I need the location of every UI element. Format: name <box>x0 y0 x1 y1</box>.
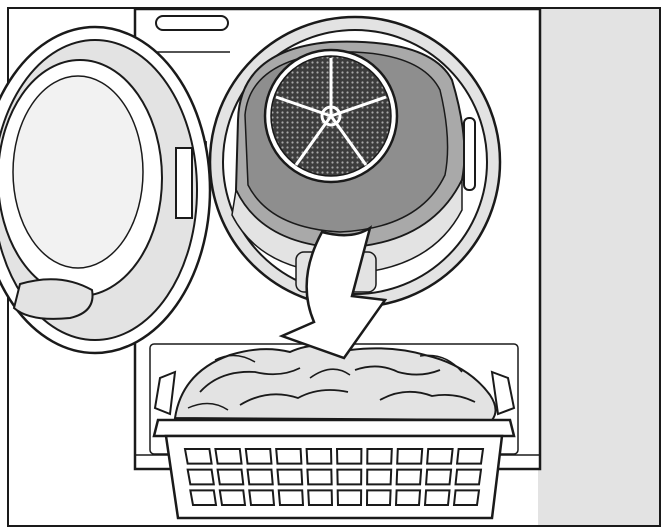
basket-grid <box>183 448 485 506</box>
basket-slot <box>336 468 363 486</box>
basket-slot <box>336 489 363 506</box>
basket-slot <box>306 468 333 486</box>
basket-slot <box>214 448 243 465</box>
basket-slot <box>189 489 218 506</box>
open-door <box>0 25 212 355</box>
basket-slot <box>305 448 333 465</box>
basket-slot <box>276 468 304 486</box>
basket-slot <box>277 489 305 506</box>
arrow-down-icon <box>278 225 388 360</box>
basket-slot <box>455 448 485 465</box>
basket-slot <box>366 448 393 465</box>
latch-slot <box>463 117 476 191</box>
basket-slot <box>366 468 393 486</box>
basket-slot <box>452 489 481 506</box>
basket-handle-left <box>153 370 177 416</box>
basket-slot <box>454 468 483 486</box>
basket-slot <box>394 489 422 506</box>
basket-slot <box>423 489 451 506</box>
basket-slot <box>248 489 276 506</box>
basket-slot <box>246 468 274 486</box>
basket-slot <box>335 448 363 465</box>
basket-handle-right <box>490 370 516 416</box>
display-slot <box>155 15 229 31</box>
basket-slot <box>186 468 215 486</box>
basket-slot <box>426 448 454 465</box>
basket-slot <box>275 448 303 465</box>
laundry-basket <box>152 344 516 520</box>
basket-slot <box>218 489 247 506</box>
lint-filter <box>263 48 399 184</box>
basket-slot <box>395 468 423 486</box>
wall-panel <box>538 9 659 525</box>
basket-slot <box>424 468 453 486</box>
basket-slot <box>396 448 424 465</box>
basket-slot <box>183 448 213 465</box>
basket-slot <box>365 489 392 506</box>
basket-slot <box>244 448 273 465</box>
door-opening <box>187 15 502 309</box>
basket-slot <box>307 489 334 506</box>
basket-slot <box>216 468 245 486</box>
